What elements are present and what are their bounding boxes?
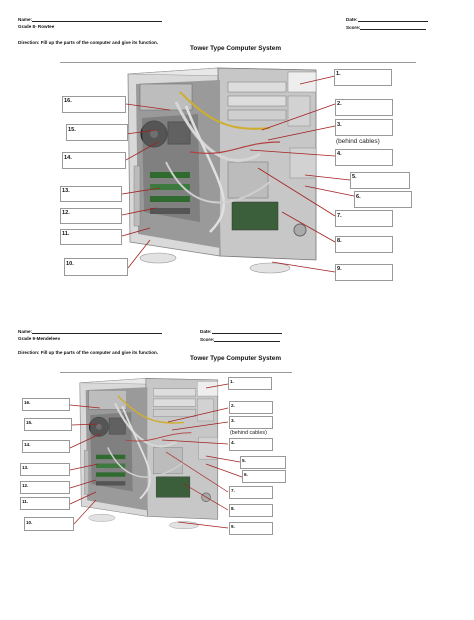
- name-label: Name:: [18, 17, 33, 22]
- title-rule: [60, 62, 416, 63]
- label-6: 6.: [244, 472, 248, 477]
- answer-box-2[interactable]: [229, 401, 273, 414]
- answer-box-13[interactable]: [20, 463, 70, 476]
- score-label: Score:: [346, 25, 361, 30]
- answer-box-10[interactable]: [64, 258, 128, 276]
- label-15: 15.: [26, 420, 33, 425]
- answer-box-8[interactable]: [335, 236, 393, 253]
- score-field[interactable]: Score:: [200, 336, 281, 342]
- worksheet-grade-8: Name: Grade 8- Rowtee Date: Score: Direc…: [18, 16, 428, 281]
- worksheet-title: Tower Type Computer System: [190, 45, 282, 52]
- label-13: 13.: [62, 188, 70, 194]
- label-11: 11.: [62, 231, 70, 237]
- label-12: 12.: [62, 210, 70, 216]
- grade-line: Grade 9-Mendeleev: [18, 336, 61, 341]
- behind-cables-note: (behind cables): [336, 138, 380, 145]
- answer-box-11[interactable]: [20, 497, 70, 510]
- tower-computer-diagram: [79, 378, 219, 530]
- date-label: Date:: [346, 17, 358, 22]
- answer-box-9[interactable]: [335, 264, 393, 281]
- name-label: Name:: [18, 329, 33, 334]
- label-9: 9.: [231, 524, 235, 529]
- answer-box-9[interactable]: [229, 522, 273, 535]
- direction-text: Direction: Fill up the parts of the comp…: [18, 350, 159, 355]
- score-field[interactable]: Score:: [346, 24, 427, 30]
- label-16: 16.: [64, 98, 72, 104]
- name-line: [32, 328, 163, 334]
- label-1: 1.: [336, 71, 341, 77]
- worksheet-grade-9: Name: Grade 9-Mendeleev Date: Score: Dir…: [0, 312, 474, 620]
- label-13: 13.: [22, 465, 29, 470]
- label-11: 11.: [22, 499, 29, 504]
- label-3: 3.: [337, 122, 342, 128]
- label-7: 7.: [337, 213, 342, 219]
- date-label: Date:: [200, 329, 212, 334]
- grade-line: Grade 8- Rowtee: [18, 24, 55, 29]
- answer-box-3[interactable]: [229, 416, 273, 429]
- name-line: [32, 16, 163, 22]
- label-6: 6.: [356, 194, 361, 200]
- answer-box-16[interactable]: [62, 96, 126, 113]
- label-1: 1.: [230, 379, 234, 384]
- date-line: [211, 328, 282, 334]
- label-8: 8.: [337, 238, 342, 244]
- label-16: 16.: [24, 400, 31, 405]
- label-4: 4.: [337, 151, 342, 157]
- answer-box-5[interactable]: [350, 172, 410, 189]
- label-7: 7.: [231, 488, 235, 493]
- answer-box-11[interactable]: [60, 229, 122, 245]
- pointer-lines: [121, 75, 355, 273]
- date-field[interactable]: Date:: [346, 16, 428, 22]
- behind-cables-note: (behind cables): [230, 430, 267, 436]
- answer-box-6[interactable]: [242, 470, 286, 483]
- answer-box-12[interactable]: [60, 208, 122, 224]
- answer-box-4[interactable]: [335, 149, 393, 166]
- score-label: Score:: [200, 337, 215, 342]
- label-4: 4.: [231, 440, 235, 445]
- answer-box-13[interactable]: [60, 186, 122, 202]
- answer-box-15[interactable]: [24, 418, 72, 431]
- answer-box-15[interactable]: [66, 124, 128, 141]
- label-2: 2.: [231, 403, 235, 408]
- worksheet-title: Tower Type Computer System: [190, 355, 282, 362]
- answer-box-16[interactable]: [22, 398, 70, 411]
- label-12: 12.: [22, 483, 29, 488]
- answer-box-7[interactable]: [335, 210, 393, 227]
- label-14: 14.: [64, 155, 72, 161]
- answer-box-6[interactable]: [354, 191, 412, 208]
- score-line: [214, 336, 281, 342]
- label-8: 8.: [231, 506, 235, 511]
- score-line: [360, 24, 427, 30]
- answer-box-1[interactable]: [228, 377, 272, 390]
- pointer-lines: [69, 383, 243, 529]
- date-field[interactable]: Date:: [200, 328, 282, 334]
- label-10: 10.: [66, 261, 74, 267]
- date-line: [357, 16, 428, 22]
- answer-box-14[interactable]: [22, 440, 70, 453]
- answer-box-14[interactable]: [62, 152, 126, 169]
- answer-box-10[interactable]: [24, 517, 74, 531]
- label-5: 5.: [242, 458, 246, 463]
- answer-box-12[interactable]: [20, 481, 70, 494]
- name-field[interactable]: Name:: [18, 16, 163, 22]
- answer-box-8[interactable]: [229, 504, 273, 517]
- label-10: 10.: [26, 520, 33, 525]
- label-5: 5.: [352, 174, 357, 180]
- answer-box-4[interactable]: [229, 438, 273, 451]
- label-2: 2.: [337, 101, 342, 107]
- name-field[interactable]: Name:: [18, 328, 163, 334]
- label-3: 3.: [231, 418, 235, 423]
- answer-box-1[interactable]: [334, 69, 392, 86]
- label-9: 9.: [337, 266, 342, 272]
- title-rule: [60, 372, 292, 373]
- direction-text: Direction: Fill up the parts of the comp…: [18, 40, 159, 45]
- answer-box-7[interactable]: [229, 486, 273, 499]
- label-15: 15.: [68, 127, 76, 133]
- label-14: 14.: [24, 442, 31, 447]
- answer-box-3[interactable]: [335, 119, 393, 136]
- answer-box-2[interactable]: [335, 99, 393, 116]
- answer-box-5[interactable]: [240, 456, 286, 469]
